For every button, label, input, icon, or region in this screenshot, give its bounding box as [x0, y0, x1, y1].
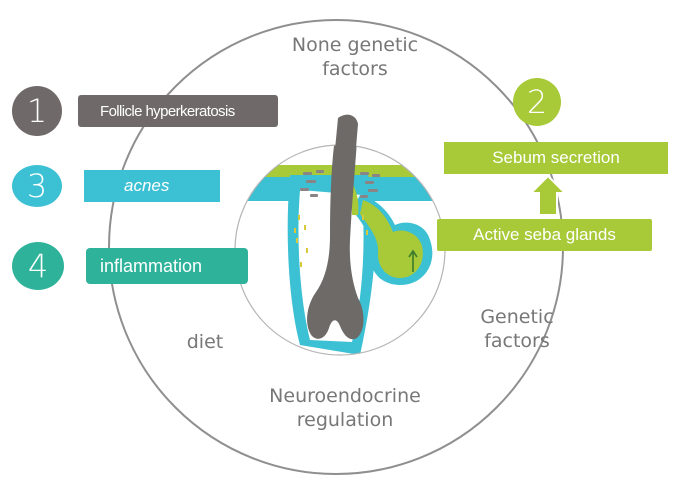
gland-sebum	[360, 200, 423, 278]
ring-label-top: None genetic factors	[260, 33, 450, 81]
ring-right-line1: Genetic	[480, 306, 554, 328]
ring-top-line2: factors	[322, 58, 388, 80]
label-active-seba-glands: Active seba glands	[437, 219, 652, 251]
ring-label-right: Genetic factors	[462, 305, 572, 353]
label-sebum-secretion: Sebum secretion	[444, 142, 668, 174]
badge-3: 3	[12, 165, 62, 207]
ring-right-line2: factors	[484, 330, 550, 352]
ring-bottom-line2: regulation	[296, 409, 394, 431]
badge-2: 2	[513, 78, 561, 126]
hair-tip	[334, 114, 358, 160]
keratin-plug	[300, 170, 380, 198]
ring-label-left: diet	[186, 331, 224, 353]
ring-bottom-line1: Neuroendocrine	[269, 385, 421, 407]
bacteria-dots	[294, 215, 368, 267]
up-arrow-icon	[528, 174, 568, 216]
label-inflammation: inflammation	[86, 248, 248, 284]
label-acnes: acnes	[84, 170, 220, 202]
badge-4: 4	[12, 242, 64, 290]
label-follicle-hyperkeratosis: Follicle hyperkeratosis	[78, 95, 278, 127]
ring-top-line1: None genetic	[291, 34, 419, 56]
hair-shaft	[307, 145, 364, 340]
ring-label-bottom: Neuroendocrine regulation	[250, 384, 440, 432]
badge-1: 1	[12, 86, 62, 136]
thin-up-arrow-icon	[408, 249, 418, 272]
